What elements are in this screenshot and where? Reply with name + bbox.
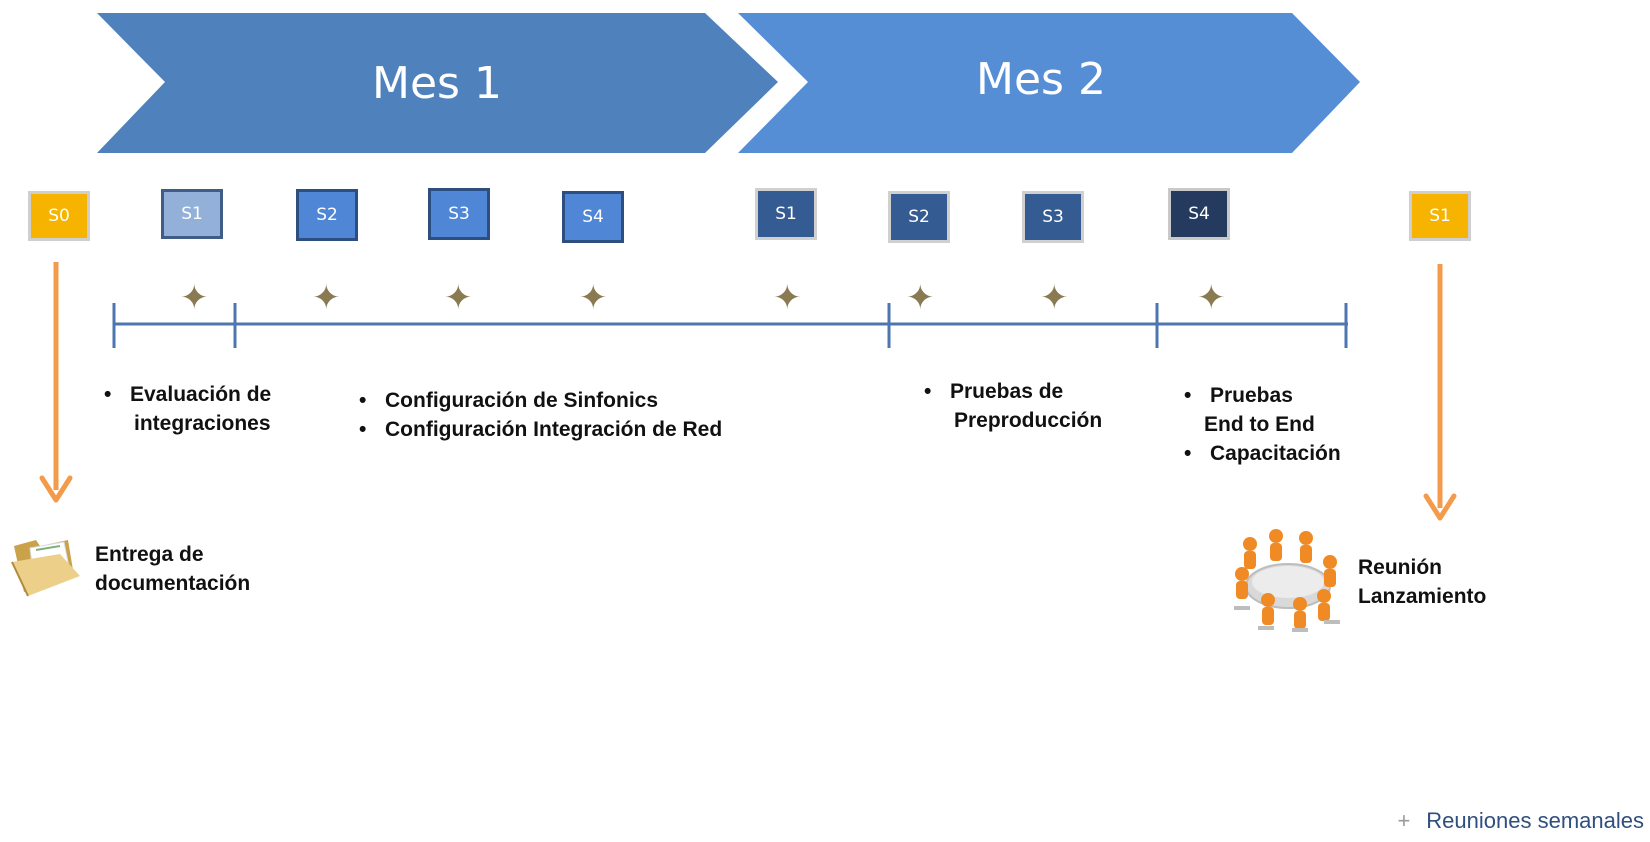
- week-label: S1: [181, 204, 203, 224]
- weekly-meeting-star: ✦: [579, 279, 608, 317]
- week-label: S4: [1188, 204, 1210, 224]
- weekly-meeting-star: ✦: [773, 279, 802, 317]
- week-label: S1: [775, 204, 797, 224]
- week-box-m1-s1: S1: [161, 189, 223, 239]
- week-box-m2-s2: S2: [888, 191, 950, 243]
- week-label: S2: [908, 207, 930, 227]
- task-pruebas-e2e: •Pruebas End to End •Capacitación: [1184, 384, 1341, 465]
- week-label: S2: [316, 205, 338, 225]
- week-box-next-s1: S1: [1409, 191, 1471, 241]
- task-line: Evaluación de: [130, 383, 272, 406]
- weekly-meeting-star: ✦: [312, 279, 341, 317]
- week-box-m1-s3: S3: [428, 188, 490, 240]
- milestone-reunion-label: Reunión Lanzamiento: [1358, 553, 1486, 611]
- month-2-chevron: [738, 13, 1360, 153]
- weekly-meeting-star: ✦: [1040, 279, 1069, 317]
- legend: + Reuniones semanales: [1397, 808, 1644, 834]
- week-box-s0: S0: [28, 191, 90, 241]
- week-box-m2-s1: S1: [755, 188, 817, 240]
- weekly-meeting-star: ✦: [1197, 279, 1226, 317]
- label-line: documentación: [95, 572, 251, 595]
- week-box-m1-s2: S2: [296, 189, 358, 241]
- month-2-label: Mes 2: [976, 54, 1106, 105]
- start-arrow: [39, 262, 73, 503]
- week-label: S3: [1042, 207, 1064, 227]
- legend-plus-icon: +: [1397, 808, 1411, 833]
- legend-label: Reuniones semanales: [1426, 808, 1644, 833]
- task-line: End to End: [1204, 413, 1315, 436]
- milestone-entrega-label: Entrega de documentación: [95, 540, 250, 598]
- week-box-m1-s4: S4: [562, 191, 624, 243]
- week-label: S0: [48, 206, 70, 226]
- month-1-chevron: [97, 13, 778, 153]
- meeting-icon: [1234, 529, 1340, 632]
- end-arrow: [1423, 264, 1457, 521]
- month-chevrons: [97, 13, 1360, 153]
- task-line: integraciones: [134, 412, 271, 435]
- weekly-meeting-star: ✦: [906, 279, 935, 317]
- task-line: Configuración Integración de Red: [385, 418, 723, 441]
- week-box-m2-s3: S3: [1022, 191, 1084, 243]
- task-line: Pruebas de: [950, 380, 1064, 403]
- folder-icon: [11, 540, 80, 597]
- task-line: Capacitación: [1210, 442, 1341, 465]
- week-label: S3: [448, 204, 470, 224]
- label-line: Reunión: [1358, 556, 1442, 579]
- weekly-meeting-star: ✦: [180, 279, 209, 317]
- label-line: Entrega de: [95, 543, 204, 566]
- task-line: Preproducción: [954, 409, 1103, 432]
- label-line: Lanzamiento: [1358, 585, 1487, 608]
- task-line: Pruebas: [1210, 384, 1293, 407]
- month-1-label: Mes 1: [372, 58, 502, 109]
- task-pruebas-preproduccion: •Pruebas de Preproducción: [924, 380, 1103, 432]
- task-line: Configuración de Sinfonics: [385, 389, 659, 412]
- task-configuracion: •Configuración de Sinfonics •Configuraci…: [359, 389, 723, 441]
- week-label: S4: [582, 207, 604, 227]
- week-box-m2-s4: S4: [1168, 188, 1230, 240]
- week-label: S1: [1429, 206, 1451, 226]
- task-evaluacion: •Evaluación de integraciones: [104, 383, 272, 435]
- weekly-meeting-star: ✦: [444, 279, 473, 317]
